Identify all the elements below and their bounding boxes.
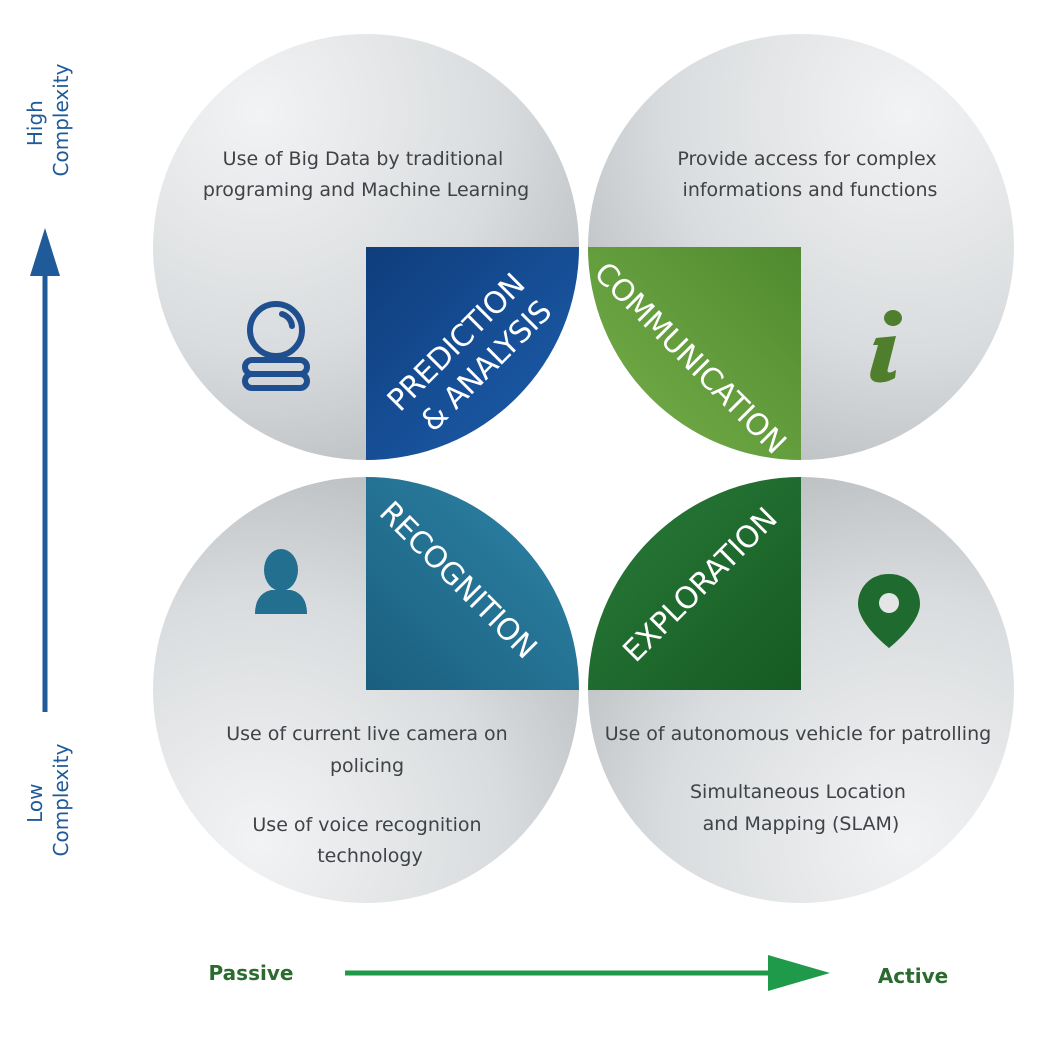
text-line: informations and functions bbox=[683, 179, 938, 201]
label-line: Complexity bbox=[49, 63, 73, 176]
crystal-ball-icon bbox=[242, 301, 310, 391]
text-line: and Mapping (SLAM) bbox=[703, 813, 900, 835]
label-line: High bbox=[23, 100, 47, 146]
wedge-communication bbox=[588, 247, 801, 460]
x-axis: Passive Active bbox=[209, 955, 948, 991]
text-line: policing bbox=[330, 755, 404, 777]
text-bottom-left: Use of current live camera on policing U… bbox=[226, 723, 514, 867]
quadrant-top-left bbox=[153, 34, 579, 460]
text-top-right: Provide access for complex informations … bbox=[677, 148, 942, 201]
x-axis-arrowhead bbox=[768, 955, 830, 991]
text-line: Use of current live camera on bbox=[226, 723, 507, 745]
text-line: technology bbox=[317, 845, 423, 867]
text-line: Use of voice recognition bbox=[252, 814, 481, 836]
x-axis-right-label: Active bbox=[878, 964, 948, 988]
wedge-recognition bbox=[366, 477, 579, 690]
location-pin-icon bbox=[858, 574, 920, 648]
quadrant-bottom-right bbox=[588, 477, 1014, 903]
text-line: Simultaneous Location bbox=[690, 781, 906, 803]
label-line: Complexity bbox=[49, 743, 73, 856]
text-line: Provide access for complex bbox=[677, 148, 936, 170]
wedge-exploration bbox=[588, 477, 801, 690]
text-line: programing and Machine Learning bbox=[203, 179, 529, 201]
info-icon bbox=[870, 310, 902, 383]
quadrant-top-right bbox=[588, 34, 1014, 460]
text-top-left: Use of Big Data by traditional programin… bbox=[203, 148, 529, 201]
wedge-prediction-analysis bbox=[366, 247, 579, 460]
quadrant-bottom-left bbox=[153, 477, 579, 903]
person-icon bbox=[255, 549, 307, 614]
text-line: Use of Big Data by traditional bbox=[223, 148, 504, 170]
y-axis-bottom-label: Low Complexity bbox=[23, 743, 73, 856]
y-axis-top-label: High Complexity bbox=[23, 63, 73, 176]
y-axis-arrowhead bbox=[30, 228, 60, 276]
text-line: Use of autonomous vehicle for patrolling bbox=[605, 723, 991, 745]
label-line: Low bbox=[23, 783, 47, 822]
y-axis: High Complexity Low Complexity bbox=[23, 63, 73, 856]
text-bottom-right: Use of autonomous vehicle for patrolling… bbox=[605, 723, 997, 835]
x-axis-left-label: Passive bbox=[209, 961, 294, 985]
